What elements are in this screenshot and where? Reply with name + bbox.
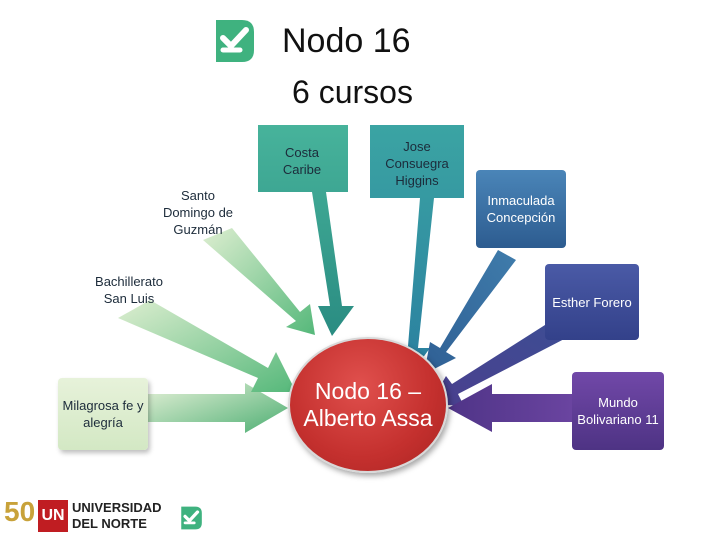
node-inmaculada: Inmaculada Concepción	[486, 193, 556, 225]
node-jose-consuegra: Jose Consuegra Higgins	[385, 138, 449, 188]
uninorte-wordmark: UNIVERSIDAD DEL NORTE	[72, 500, 162, 531]
arrow-mundo	[448, 384, 572, 432]
arrow-costa-caribe	[258, 125, 354, 336]
node-bachillerato: Bachillerato San Luis	[95, 274, 163, 306]
node-santo-domingo: Santo Domingo de Guzmán	[162, 187, 234, 237]
center-label: Nodo 16 – Alberto Assa	[303, 378, 433, 431]
box-esther-bg	[545, 264, 639, 340]
arrow-santo-domingo	[203, 228, 315, 335]
node-esther: Esther Forero	[552, 294, 632, 310]
node-milagrosa: Milagrosa fe y alegría	[58, 378, 148, 450]
arrow-jose-consuegra	[370, 125, 464, 378]
center-node: Nodo 16 – Alberto Assa	[288, 337, 448, 473]
node-mundo: Mundo Bolivariano 11	[577, 395, 659, 427]
arrow-bachillerato	[118, 300, 296, 392]
brand-check-small-icon	[181, 506, 202, 530]
arrow-esther	[430, 318, 570, 406]
box-mundo-bg	[572, 372, 664, 450]
page-title: Nodo 16	[282, 22, 411, 60]
page-subtitle: 6 cursos	[292, 74, 413, 110]
arrow-inmaculada	[424, 250, 516, 374]
anniversary-logo: 50	[4, 496, 36, 527]
brand-check-icon	[216, 20, 254, 62]
box-inmaculada-bg	[476, 170, 566, 248]
node-costa-caribe: Costa Caribe	[282, 145, 322, 177]
arrow-milagrosa	[148, 383, 288, 433]
uninorte-shield-icon: UN	[38, 500, 68, 532]
